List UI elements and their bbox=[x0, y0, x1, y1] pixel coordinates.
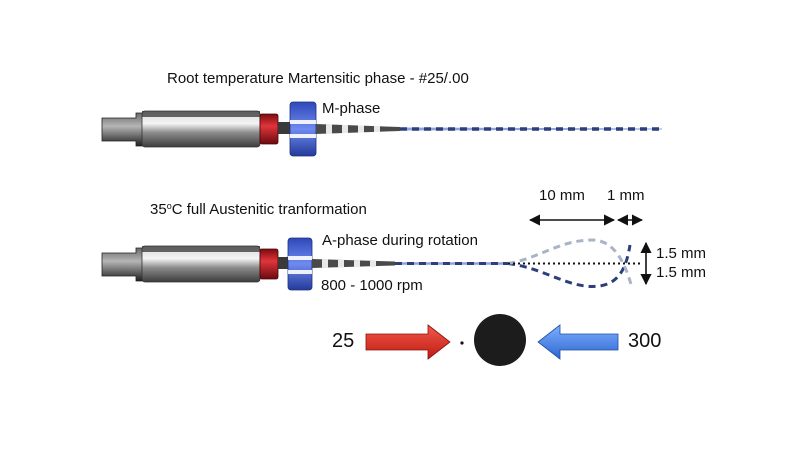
top-file-stopper bbox=[289, 101, 317, 157]
top-file bbox=[101, 101, 662, 157]
top-phase-label: M-phase bbox=[322, 100, 381, 117]
dim-tip-label: 1 mm bbox=[607, 187, 645, 204]
right-value-label: 300 bbox=[628, 330, 662, 352]
top-file-title: Root temperature Martensitic phase - #25… bbox=[167, 70, 469, 87]
top-file-red-ring bbox=[259, 113, 279, 145]
bottom-title-prefix: 35 bbox=[150, 201, 167, 218]
bottom-speed-label: 800 - 1000 rpm bbox=[321, 277, 423, 294]
bottom-phase-label: A-phase during rotation bbox=[322, 232, 478, 249]
left-value-label: 25 bbox=[332, 330, 355, 352]
bottom-title-rest: C full Austenitic tranformation bbox=[171, 201, 367, 218]
dim-amp-lower-label: 1.5 mm bbox=[656, 264, 707, 281]
bottom-file-wire-lower bbox=[507, 244, 632, 288]
bottom-title-degree: o bbox=[166, 201, 172, 211]
left-red-arrow bbox=[365, 324, 451, 360]
right-blue-arrow bbox=[537, 324, 619, 360]
bottom-file-wire-upper bbox=[507, 238, 634, 289]
dimension-lines bbox=[528, 214, 652, 286]
bottom-file-latch bbox=[101, 247, 147, 282]
bottom-file-red-ring bbox=[259, 248, 279, 280]
bottom-file-stopper bbox=[287, 237, 313, 291]
top-file-latch bbox=[101, 112, 147, 147]
bottom-file-title: 35oC full Austenitic tranformation bbox=[150, 201, 367, 218]
dim-length-label: 10 mm bbox=[539, 187, 585, 204]
cross-section-comparison bbox=[365, 314, 619, 366]
dim-amp-upper-label: 1.5 mm bbox=[656, 245, 707, 262]
small-dot bbox=[460, 341, 464, 345]
bottom-file bbox=[101, 237, 640, 291]
large-cross-section bbox=[474, 314, 526, 366]
